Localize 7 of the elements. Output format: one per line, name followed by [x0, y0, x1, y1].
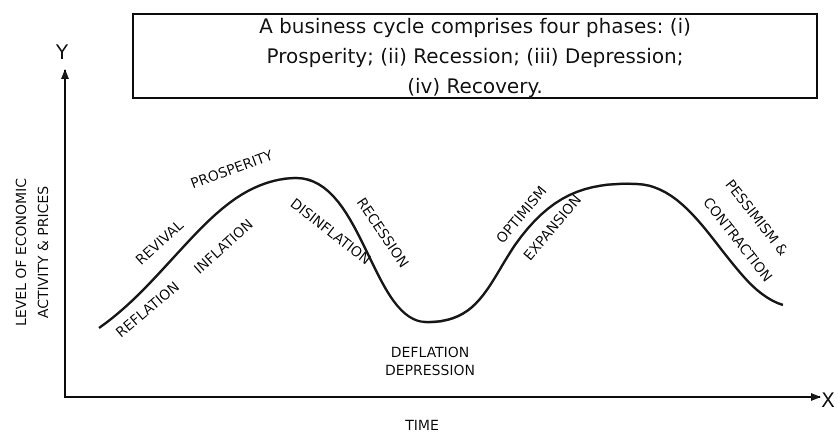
- axis-title: LEVEL OF ECONOMIC ACTIVITY & PRICES: [13, 177, 53, 328]
- axis-label: X: [821, 387, 835, 414]
- axis-title: TIME: [405, 417, 439, 436]
- axis-label: Y: [56, 39, 68, 66]
- box-text: A business cycle comprises four phases: (i) Prosperity; (ii) Recession; (iii) Depression; (iv) Recovery.: [258, 13, 692, 100]
- phase-label: DEFLATION DEPRESSION: [384, 344, 476, 380]
- text-box: [132, 13, 818, 99]
